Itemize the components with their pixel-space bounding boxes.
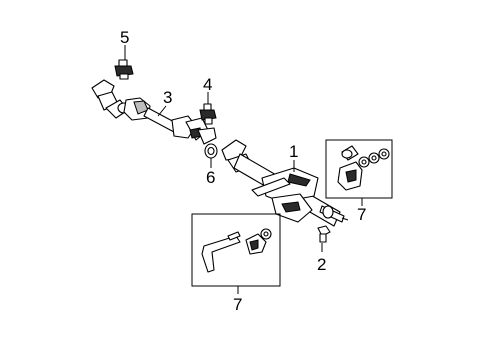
part-7-kit-left [191,213,281,287]
part-7-kit-right [325,139,393,199]
callout-7-left: 7 [233,295,242,314]
kit-box-right [325,139,393,199]
callout-5: 5 [120,28,129,47]
part-5-bolt [114,59,134,80]
callout-4: 4 [203,75,212,94]
kit-box-left [191,213,281,287]
leader-3 [157,105,167,117]
callout-1: 1 [289,142,298,161]
callout-2: 2 [317,255,326,274]
part-1-steering-column [221,139,349,227]
callout-6: 6 [206,168,215,187]
part-6-nut [204,143,218,159]
callout-7-right: 7 [357,205,366,224]
part-2-bolt [317,225,331,243]
part-3-intermediate-shaft [91,79,217,145]
callout-3: 3 [163,88,172,107]
